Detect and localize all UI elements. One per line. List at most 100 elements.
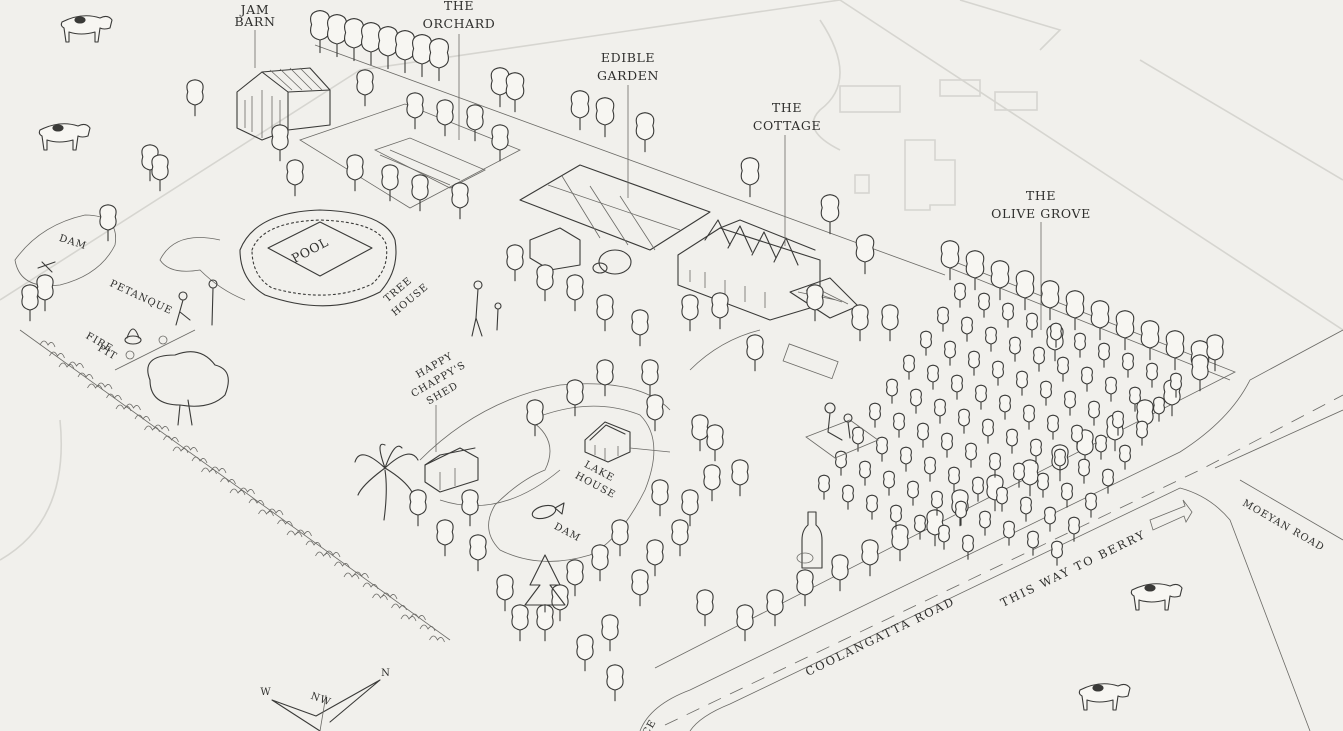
hedge-shrub [87, 383, 103, 391]
tree-icon [511, 604, 529, 642]
olive-tree-icon [979, 510, 991, 536]
olive-tree-icon [1112, 410, 1124, 436]
shed-icon [424, 447, 479, 493]
hedge-shrub [419, 624, 436, 632]
olive-tree-icon [1044, 506, 1056, 532]
olive-tree-icon [852, 426, 864, 452]
compass-west: W [260, 687, 271, 698]
tree-icon [346, 154, 364, 192]
label-petanque: PETANQUE [108, 278, 174, 317]
olive-tree-icon [944, 340, 956, 366]
olive-tree-icon [968, 350, 980, 376]
hedge-shrub [381, 592, 398, 600]
tree-icon [796, 569, 814, 607]
tree-icon [310, 10, 330, 54]
tree-icon [451, 182, 469, 220]
olive-tree-icon [818, 474, 830, 500]
hedge-shrub [96, 382, 113, 390]
olive-tree-icon [1002, 302, 1014, 328]
hedge-shrub [68, 361, 84, 369]
label-fire-pit-line2: PIT [96, 343, 119, 363]
compass-rose-icon [271, 679, 381, 731]
hedge-shrub [296, 529, 312, 537]
tree-icon [570, 90, 590, 131]
tree-icon [731, 459, 749, 497]
tree-icon [1040, 280, 1060, 321]
olive-tree-icon [1146, 362, 1158, 388]
tree-icon [1140, 320, 1160, 361]
olive-tree-icon [1074, 332, 1086, 358]
picnic-blanket [805, 402, 879, 459]
olive-tree-icon [1105, 376, 1117, 402]
tree-icon [378, 26, 398, 70]
label-cottage-line1: THE [772, 100, 802, 115]
olive-tree-icon [1061, 482, 1073, 508]
hedge-shrub [182, 445, 198, 453]
olive-tree-icon [1136, 420, 1148, 446]
tree-icon [595, 97, 615, 138]
tree-icon [344, 18, 364, 62]
label-barn-line2: BARN [235, 14, 276, 29]
olive-tree-icon [1153, 396, 1165, 422]
label-barn-line1: JAM [239, 2, 270, 17]
hedge-shrub [49, 351, 65, 359]
tree-icon [1090, 300, 1110, 341]
tree-avenue-north [310, 10, 1210, 381]
tree-icon [711, 292, 729, 330]
lake-house-icon [584, 421, 671, 463]
label-cottage-line2: COTTAGE [753, 118, 821, 133]
palm-tree-icon [354, 443, 419, 521]
label-edible-garden-line2: GARDEN [597, 68, 659, 83]
olive-tree-icon [958, 408, 970, 434]
cow-icon [38, 123, 91, 151]
olive-tree-icon [999, 394, 1011, 420]
tree-icon [635, 112, 655, 153]
olive-tree-icon [1009, 336, 1021, 362]
tree-icon [21, 284, 39, 322]
lake-area [419, 329, 761, 562]
olive-tree-icon [886, 378, 898, 404]
olive-tree-icon [1023, 404, 1035, 430]
olive-tree-icon [842, 484, 854, 510]
hedge-shrub [191, 456, 208, 464]
orchard-area [299, 103, 521, 209]
compass-north-west: NW [309, 691, 333, 709]
tree-icon [361, 22, 381, 66]
tree-icon [409, 489, 427, 527]
tree-icon [596, 294, 614, 332]
tree-icon [641, 359, 659, 397]
olive-tree-icon [1003, 520, 1015, 546]
pine-tree-icon [524, 554, 566, 613]
olive-tree-icon [978, 292, 990, 318]
cow-icon [60, 15, 113, 43]
compass-north: N [381, 668, 391, 679]
hedge-shrub [248, 498, 265, 506]
tree-icon [36, 274, 54, 312]
tree-icon [736, 604, 754, 642]
tree-icon [631, 569, 649, 607]
hedge-shrub [391, 603, 407, 611]
olive-tree-icon [962, 534, 974, 560]
tree-icon [740, 157, 760, 198]
tree-icon [646, 394, 664, 432]
label-olive-grove-line1: THE [1026, 188, 1056, 203]
tree-icon [406, 92, 424, 130]
tree-icon [436, 519, 454, 557]
olive-tree-icon [1033, 346, 1045, 372]
hedge-shrub [153, 424, 170, 432]
olive-tree-icon [934, 398, 946, 424]
hedge-shrub [39, 340, 56, 348]
tree-icon [831, 554, 849, 592]
tree-icon [491, 124, 509, 162]
wine-bottle-icon [796, 511, 823, 569]
olive-tree-icon [1016, 370, 1028, 396]
olive-tree-icon [989, 452, 1001, 478]
olive-tree-icon [951, 374, 963, 400]
tree-icon [506, 244, 524, 282]
olive-tree-icon [1020, 496, 1032, 522]
hedge-shrub [343, 572, 360, 580]
tree-icon [412, 34, 432, 78]
hedge-shrub [210, 466, 227, 474]
tree-icon [1065, 290, 1085, 331]
hedge-shrub [220, 477, 236, 485]
